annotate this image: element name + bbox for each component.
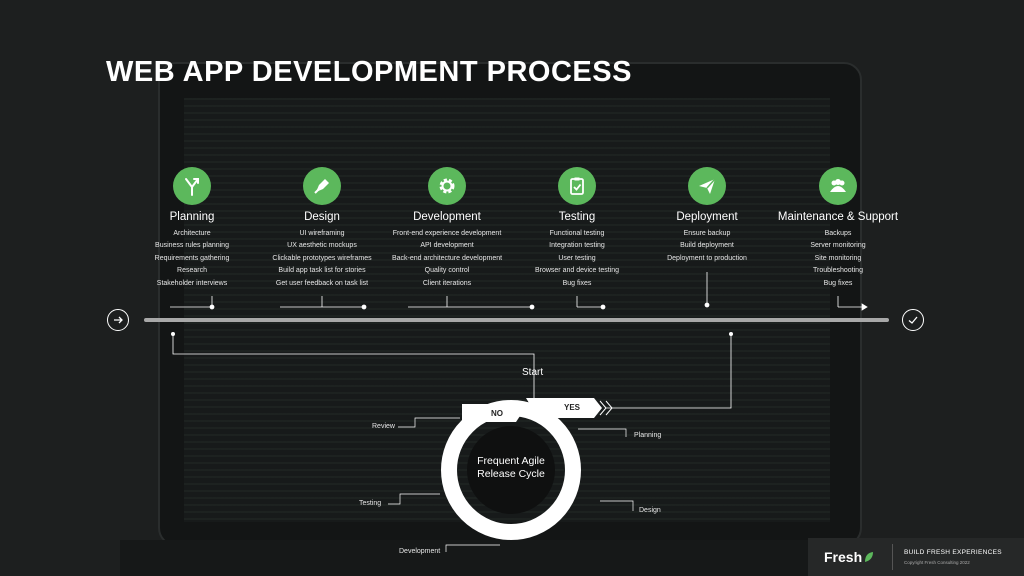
stage-deployment: Deployment Ensure backup Build deploymen… <box>657 167 757 265</box>
stage-item: Browser and device testing <box>534 267 620 275</box>
stage-item: Backups <box>824 230 852 237</box>
stage-item: Bug fixes <box>562 279 592 287</box>
stage-item: Quality control <box>424 267 470 275</box>
split-arrow-icon <box>173 167 211 205</box>
pen-nib-icon <box>303 167 341 205</box>
stage-title: Testing <box>558 211 596 223</box>
stage-item: Client iterations <box>422 279 472 287</box>
stage-item: Bug fixes <box>823 279 853 287</box>
cycle-label-testing: Testing <box>359 500 382 507</box>
stage-item: User testing <box>558 254 596 262</box>
stage-item: Stakeholder interviews <box>156 279 228 287</box>
cycle-center-text: Frequent Agile Release Cycle <box>466 455 556 481</box>
cycle-start-label: Start <box>522 367 544 378</box>
background-keyboard <box>120 540 900 576</box>
stage-design: Design UI wireframing UX aesthetic mocku… <box>262 167 382 290</box>
stage-item: Site monitoring <box>814 254 862 262</box>
gear-icon <box>428 167 466 205</box>
stage-item: UX aesthetic mockups <box>287 242 357 250</box>
footer-brand-bar: Fresh BUILD FRESH EXPERIENCES Copyright … <box>808 538 1024 576</box>
stage-title: Maintenance & Support <box>777 211 899 223</box>
stage-item: Deployment to production <box>667 254 747 262</box>
page-title: WEB APP DEVELOPMENT PROCESS <box>106 56 632 88</box>
stage-title: Development <box>413 211 481 223</box>
stage-item: Business rules planning <box>155 242 229 250</box>
cycle-yes-tag: YES <box>564 403 581 412</box>
stage-item: Ensure backup <box>683 230 731 237</box>
stage-item: Requirements gathering <box>154 254 230 262</box>
stage-item: Server monitoring <box>810 242 866 250</box>
stage-item: Integration testing <box>549 242 605 250</box>
stage-title: Deployment <box>676 211 738 223</box>
checkmark-icon[interactable] <box>902 309 924 331</box>
brand-name: Fresh <box>824 549 863 565</box>
cycle-label-review: Review <box>372 423 395 430</box>
footer-divider <box>892 544 893 570</box>
stage-item: Functional testing <box>549 230 605 237</box>
stage-item: Research <box>177 267 207 275</box>
stage-maintenance-support: Maintenance & Support Backups Server mon… <box>773 167 903 290</box>
stage-item: UI wireframing <box>299 230 345 237</box>
stage-planning: Planning Architecture Business rules pla… <box>132 167 252 290</box>
paper-plane-icon <box>688 167 726 205</box>
leaf-icon <box>865 552 874 562</box>
stage-item: Get user feedback on task list <box>275 279 369 287</box>
stage-item: Build app task list for stories <box>278 267 366 275</box>
start-arrow-icon[interactable] <box>107 309 129 331</box>
cycle-center-line: Release Cycle <box>477 468 545 480</box>
footer-copyright: Copyright Fresh Consulting 2022 <box>904 560 970 565</box>
stage-item: Architecture <box>173 230 211 237</box>
stage-item: Troubleshooting <box>813 267 863 275</box>
stage-testing: Testing Functional testing Integration t… <box>527 167 627 290</box>
stage-item: Front-end experience development <box>392 230 502 237</box>
cycle-label-planning: Planning <box>634 432 662 439</box>
stage-item: API development <box>420 242 474 250</box>
cycle-no-tag: NO <box>491 409 503 418</box>
stage-title: Planning <box>169 211 215 223</box>
cycle-center-line: Frequent Agile <box>477 455 545 467</box>
cycle-label-development: Development <box>399 548 441 555</box>
stage-item: Clickable prototypes wireframes <box>272 254 372 262</box>
brand-logo: Fresh <box>824 549 874 565</box>
stage-title: Design <box>304 211 340 223</box>
stage-item: Build deployment <box>680 242 734 250</box>
footer-tagline: BUILD FRESH EXPERIENCES <box>904 549 1002 556</box>
stage-development: Development Front-end experience develop… <box>382 167 512 290</box>
users-icon <box>819 167 857 205</box>
stage-item: Back-end architecture development <box>391 254 503 262</box>
cycle-label-design: Design <box>639 507 661 514</box>
clipboard-check-icon <box>558 167 596 205</box>
